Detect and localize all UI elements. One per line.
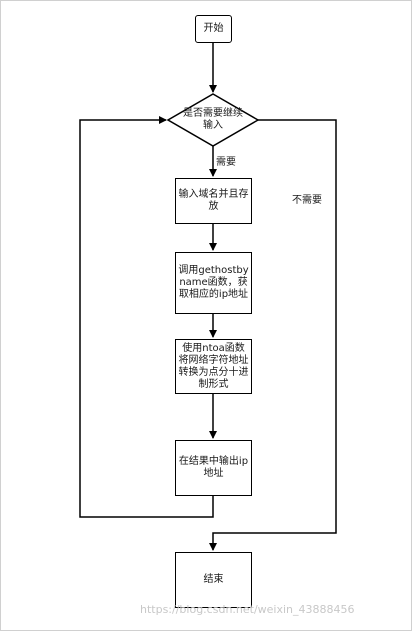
start-label: 开始	[203, 23, 224, 34]
watermark: https://blog.csdn.net/weixin_43888456	[140, 603, 355, 616]
no-edge-label: 不需要	[292, 195, 322, 206]
output-node: 在结果中输出ip地址	[175, 440, 252, 496]
gethostbyname-node: 调用gethostbyname函数，获取相应的ip地址	[175, 252, 252, 314]
output-label: 在结果中输出ip地址	[178, 456, 249, 479]
gethostbyname-label: 调用gethostbyname函数，获取相应的ip地址	[178, 265, 249, 300]
yes-edge-label: 需要	[216, 157, 236, 168]
decision-label: 是否需要继续输入	[183, 108, 243, 131]
ntoa-node: 使用ntoa函数将网络字符地址转换为点分十进制形式	[175, 339, 252, 394]
edge-decision-to-end	[209, 119, 337, 551]
input-domain-node: 输入域名并且存放	[175, 178, 252, 224]
end-label: 结束	[203, 574, 224, 585]
input-domain-label: 输入域名并且存放	[178, 189, 249, 212]
ntoa-label: 使用ntoa函数将网络字符地址转换为点分十进制形式	[178, 342, 249, 390]
end-node: 结束	[175, 552, 252, 608]
edge-loop-back	[79, 116, 214, 518]
start-node: 开始	[195, 15, 232, 43]
